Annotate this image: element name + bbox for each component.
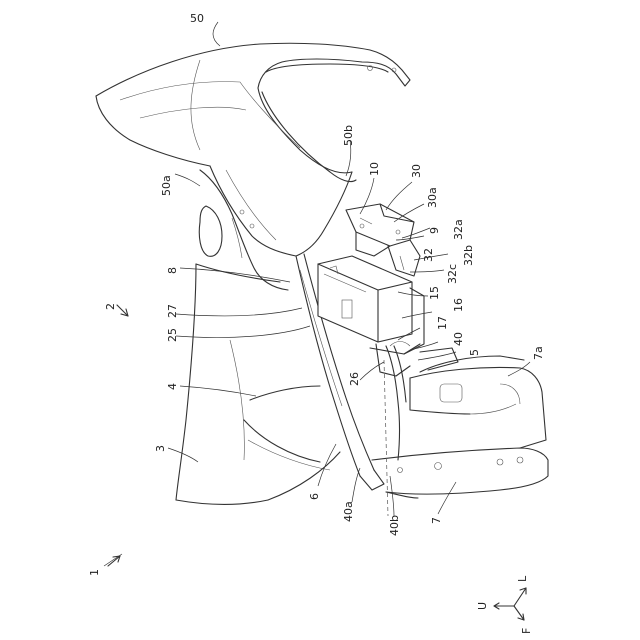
axis-front-label: F: [520, 628, 533, 634]
ref-50a: 50a: [160, 175, 173, 196]
reference-numerals: 50 50a 50b 10 30 30a 32a 9 32 32b 32c 15…: [88, 12, 545, 576]
ref-32c: 32c: [446, 264, 459, 284]
ref-40: 40: [452, 332, 465, 346]
ref-17: 17: [436, 316, 449, 330]
ref-5: 5: [468, 349, 481, 356]
wheel-house-8: [199, 170, 288, 290]
ref-10: 10: [368, 162, 381, 176]
ref-30: 30: [410, 164, 423, 178]
ref-30a: 30a: [426, 187, 439, 208]
ref-2: 2: [104, 303, 117, 310]
front-frame-7: [372, 356, 548, 498]
ref-16: 16: [452, 298, 465, 312]
axis-left-label: L: [516, 575, 529, 582]
ref-50: 50: [190, 12, 204, 25]
ref-3: 3: [154, 445, 167, 452]
ref-32b: 32b: [462, 245, 475, 266]
ref-40a: 40a: [342, 501, 355, 522]
ref-32a: 32a: [452, 219, 465, 240]
ref-6: 6: [308, 493, 321, 500]
ref-1: 1: [88, 569, 101, 576]
ref-7: 7: [430, 517, 443, 524]
ref-32: 32: [422, 248, 435, 262]
stay-40: [384, 342, 458, 517]
leader-lines: [104, 22, 530, 566]
ref-9: 9: [428, 227, 441, 234]
ref-8: 8: [166, 267, 179, 274]
side-panel-4: [176, 264, 340, 505]
ref-4: 4: [166, 383, 179, 390]
ref-40b: 40b: [388, 515, 401, 536]
direction-indicator: U L F: [476, 575, 533, 634]
ref-7a: 7a: [532, 346, 545, 360]
ref-26: 26: [348, 372, 361, 386]
ref-25: 25: [166, 328, 179, 342]
ref-50b: 50b: [342, 125, 355, 146]
ref-27: 27: [166, 304, 179, 318]
axis-up-label: U: [476, 602, 489, 610]
reference-arrows: [108, 305, 128, 566]
ref-15: 15: [428, 286, 441, 300]
